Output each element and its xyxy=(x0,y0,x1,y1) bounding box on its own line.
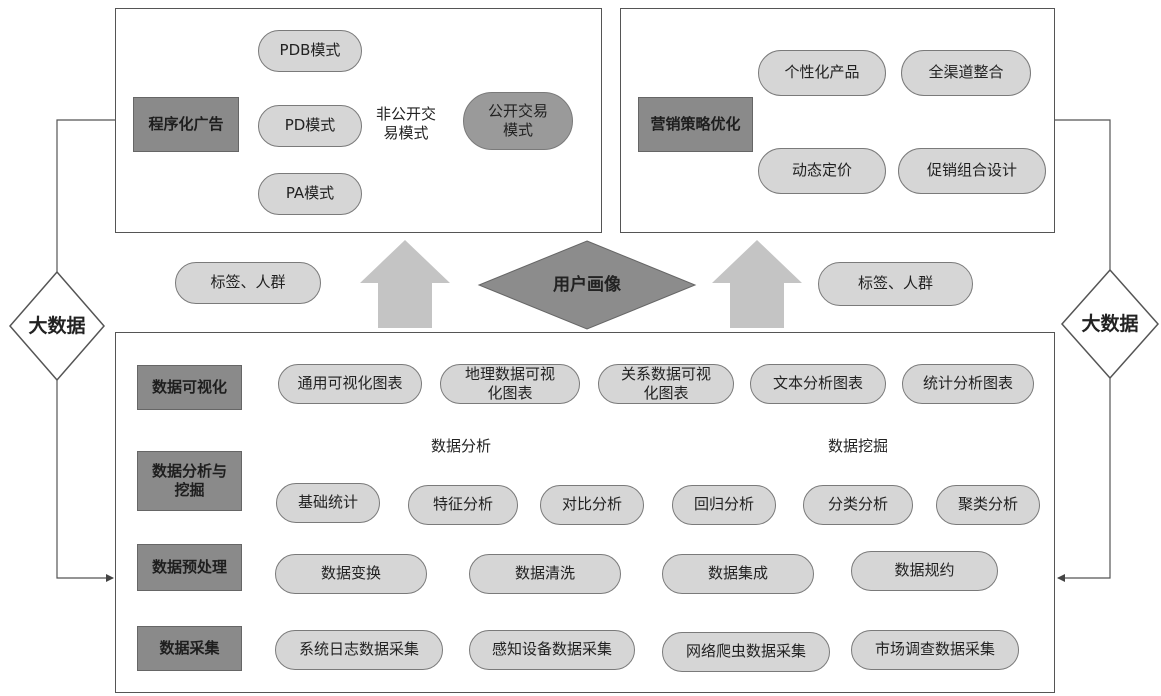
web-crawler-collection: 网络爬虫数据采集 xyxy=(662,632,830,672)
visualization-title: 数据可视化 xyxy=(137,365,242,410)
regression-analysis: 回归分析 xyxy=(672,485,776,525)
tag-crowd-left: 标签、人群 xyxy=(175,262,321,304)
collection-title: 数据采集 xyxy=(137,626,242,671)
tag-crowd-right: 标签、人群 xyxy=(818,262,973,306)
system-log-collection: 系统日志数据采集 xyxy=(275,630,443,670)
data-transform: 数据变换 xyxy=(275,554,427,594)
omnichannel-integration: 全渠道整合 xyxy=(901,50,1031,96)
relation-viz-charts: 关系数据可视化图表 xyxy=(598,364,734,404)
comparison-analysis: 对比分析 xyxy=(540,485,644,525)
data-analysis-label: 数据分析 xyxy=(430,437,491,456)
pa-mode: PA模式 xyxy=(258,173,362,215)
basic-statistics: 基础统计 xyxy=(276,483,380,523)
clustering-analysis: 聚类分析 xyxy=(936,485,1040,525)
personalized-product: 个性化产品 xyxy=(758,50,886,96)
user-profile-diamond xyxy=(477,240,697,330)
promotion-mix-design: 促销组合设计 xyxy=(898,148,1046,194)
right-bigdata-diamond xyxy=(1060,268,1160,380)
pdb-mode: PDB模式 xyxy=(258,30,362,72)
non-public-trade-label: 非公开交易模式 xyxy=(375,104,436,143)
classification-analysis: 分类分析 xyxy=(803,485,913,525)
market-survey-collection: 市场调查数据采集 xyxy=(851,630,1019,670)
dynamic-pricing: 动态定价 xyxy=(758,148,886,194)
general-viz-charts: 通用可视化图表 xyxy=(278,364,422,404)
public-trade-mode: 公开交易模式 xyxy=(463,92,573,150)
data-mining-label: 数据挖掘 xyxy=(827,437,888,456)
left-bigdata-label: 大数据 xyxy=(28,314,86,337)
sensor-device-collection: 感知设备数据采集 xyxy=(469,630,635,670)
marketing-title: 营销策略优化 xyxy=(638,97,753,152)
preprocessing-title: 数据预处理 xyxy=(137,544,242,591)
up-arrow-right xyxy=(712,240,802,328)
user-profile-label: 用户画像 xyxy=(553,274,621,295)
stat-analysis-charts: 统计分析图表 xyxy=(902,364,1034,404)
pd-mode: PD模式 xyxy=(258,105,362,147)
up-arrow-left xyxy=(360,240,450,328)
feature-analysis: 特征分析 xyxy=(408,485,518,525)
text-analysis-charts: 文本分析图表 xyxy=(750,364,886,404)
data-integration: 数据集成 xyxy=(662,554,814,594)
data-reduction: 数据规约 xyxy=(851,551,998,591)
geo-viz-charts: 地理数据可视化图表 xyxy=(440,364,580,404)
data-cleaning: 数据清洗 xyxy=(469,554,621,594)
analysis-mining-title: 数据分析与挖掘 xyxy=(137,451,242,511)
left-bigdata-diamond xyxy=(9,270,105,382)
right-bigdata-label: 大数据 xyxy=(1081,312,1139,335)
programmatic-ad-title: 程序化广告 xyxy=(133,97,239,152)
